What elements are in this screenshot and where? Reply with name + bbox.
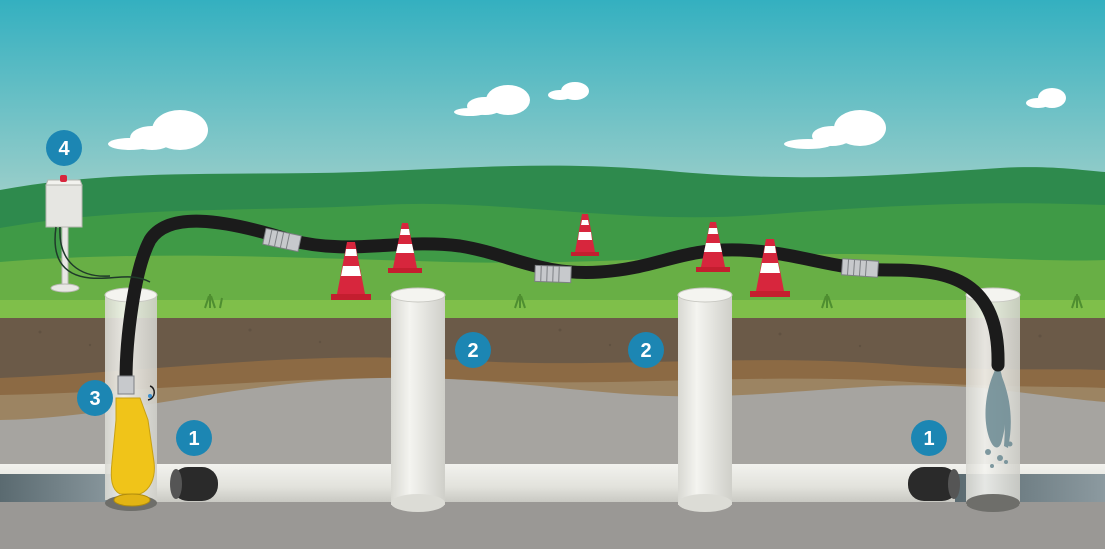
- pump-control-panel: [45, 175, 151, 293]
- discharge-water: [985, 368, 1013, 468]
- grass-strip: [0, 300, 1105, 322]
- traffic-cone: [696, 222, 730, 272]
- traffic-cone: [388, 223, 422, 273]
- badge-number: 1: [923, 428, 934, 450]
- badge-1-left: 1: [176, 420, 212, 456]
- submersible-pump: [110, 375, 155, 507]
- bypass-hose: [119, 214, 1005, 387]
- cloud: [454, 85, 530, 116]
- badge-4: 4: [46, 130, 82, 166]
- traffic-cone: [331, 242, 371, 300]
- traffic-cone: [750, 239, 790, 297]
- badge-number: 3: [89, 388, 100, 410]
- bedding-layer: [0, 500, 1105, 549]
- badge-1-right: 1: [911, 420, 947, 456]
- pipe-plug-left: [170, 467, 218, 501]
- cloud: [1026, 88, 1066, 108]
- hose-coupling: [262, 227, 302, 253]
- manhole-shaft-middle-left: [390, 287, 446, 512]
- grass-tufts: [204, 294, 1083, 309]
- sewage-flow-left: [0, 474, 120, 502]
- badge-2-right: 2: [628, 332, 664, 368]
- manhole-shaft-middle-right: [677, 287, 733, 512]
- cloud: [784, 110, 886, 149]
- badge-number: 2: [467, 340, 478, 362]
- soil-speckle: [38, 328, 1042, 348]
- cloud: [108, 110, 208, 150]
- badge-number: 4: [58, 138, 70, 160]
- badge-number: 1: [188, 428, 199, 450]
- cloud: [548, 82, 589, 100]
- hose-coupling: [840, 258, 880, 278]
- badge-3: 3: [77, 380, 113, 416]
- traffic-cone: [571, 214, 599, 256]
- badge-number: 2: [640, 340, 651, 362]
- hose-coupling: [534, 264, 572, 284]
- badge-2-left: 2: [455, 332, 491, 368]
- clouds: [108, 82, 1066, 150]
- pipe-plug-right: [908, 467, 960, 501]
